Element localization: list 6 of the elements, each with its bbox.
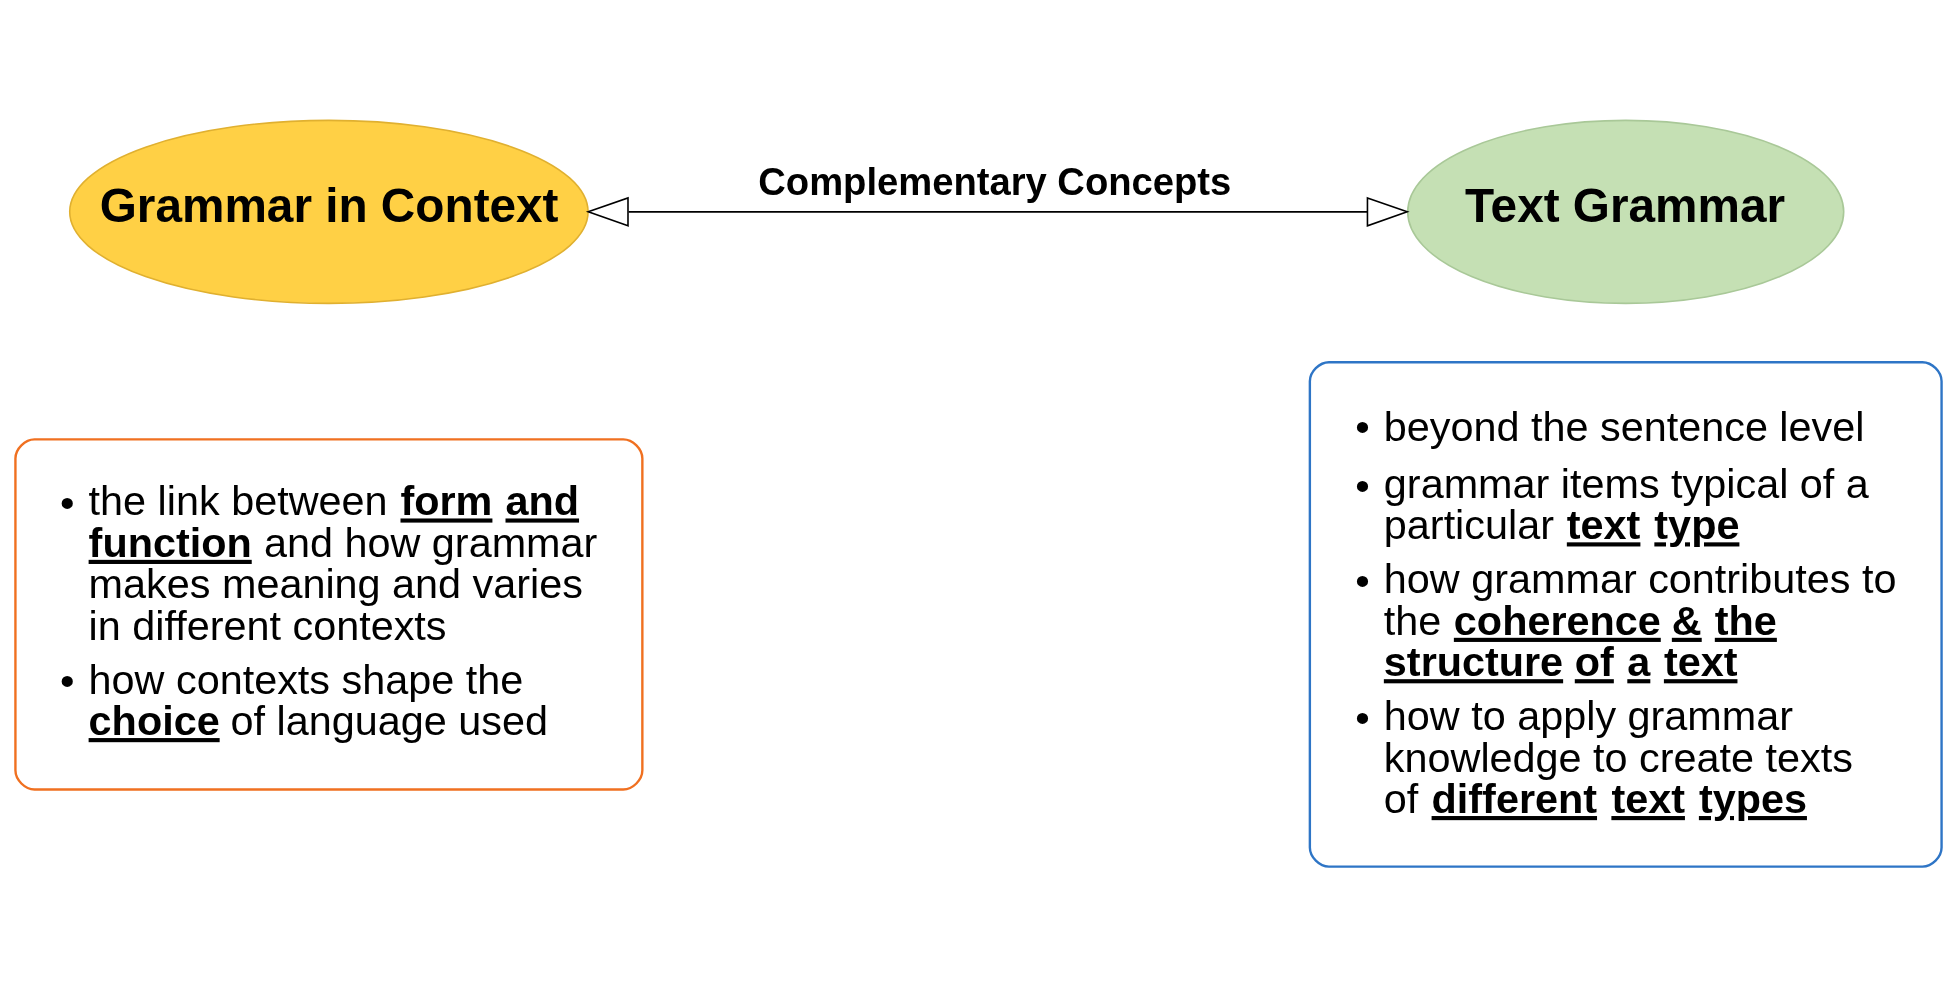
node-box: • beyond the sentence level • grammar items typical of a particular text type • how grammar contributes to the coherence & the structure of a text • how to apply grammar knowledge to create texts of different text types — [1308, 361, 1943, 868]
edge-label: Complementary Concepts — [758, 159, 1232, 203]
node-ellipse: Grammar in Context — [68, 119, 589, 305]
arrow — [585, 196, 1410, 227]
node-ellipse: Text Grammar — [1406, 119, 1845, 305]
node-box: • the link between form and function and how grammar makes meaning and varies in different contexts • how contexts shape the choice of language used — [14, 438, 644, 791]
